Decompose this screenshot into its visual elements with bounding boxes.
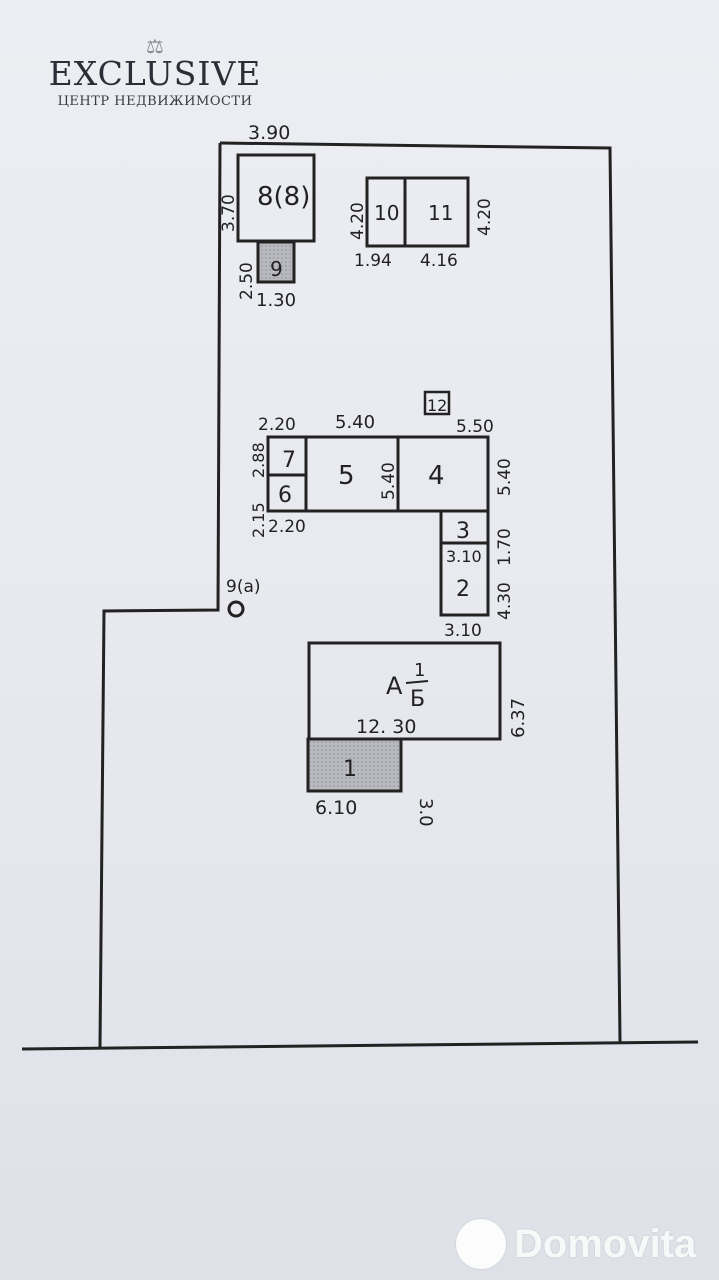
logo-subtitle: ЦЕНТР НЕДВИЖИМОСТИ: [57, 94, 253, 109]
room-7-side: 2.88: [249, 442, 268, 478]
ground-line: [21, 1040, 699, 1051]
room-6-side: 2.15: [249, 502, 268, 538]
well-label: 9(a): [226, 577, 261, 597]
domovita-watermark: Domovita: [456, 1219, 696, 1269]
room-2-label: 2: [456, 577, 470, 602]
building-9-bottom: 1.30: [256, 290, 296, 311]
building-9-label: 9: [270, 257, 283, 281]
room-5-inner: 5.40: [379, 462, 399, 500]
plot-boundary-left: [98, 142, 222, 1048]
room-6-label: 6: [278, 483, 292, 508]
room-3-inner: 3.10: [446, 547, 482, 566]
building-8-side: 3.70: [219, 194, 239, 232]
building-9-side: 2.50: [237, 262, 257, 300]
building-11-bottom: 4.16: [420, 251, 458, 271]
room-4-side: 5.40: [495, 458, 515, 496]
room-2: [439, 541, 490, 617]
room-6-bottom: 2.20: [268, 517, 306, 537]
house-a-side: 6.37: [508, 698, 529, 738]
room-3-label: 3: [456, 519, 470, 544]
building-11: [403, 176, 470, 248]
room-5-label: 5: [338, 461, 355, 491]
room-4-top: 5.50: [456, 417, 494, 437]
room-7-label: 7: [282, 448, 296, 473]
house-a-inner: 12. 30: [356, 716, 416, 738]
room-5-top: 5.40: [335, 412, 375, 433]
building-8-label: 8(8): [257, 182, 310, 212]
building-9: [256, 240, 296, 284]
house-a-letter: A: [386, 672, 403, 700]
exclusive-logo: ⚖ EXCLUSIVE ЦЕНТР НЕДВИЖИМОСТИ: [40, 36, 270, 109]
building-10-label: 10: [374, 201, 399, 225]
room-7-top: 2.20: [258, 415, 296, 435]
room-2-bottom: 3.10: [444, 621, 482, 641]
well-marker: [227, 600, 245, 618]
building-11-side: 4.20: [475, 198, 495, 236]
room-3-side: 1.70: [495, 528, 515, 566]
room-4-label: 4: [428, 461, 445, 491]
watermark-text: Domovita: [514, 1221, 697, 1266]
domovita-circle-icon: [456, 1219, 506, 1269]
house-a-fraction-bottom: Б: [410, 687, 425, 712]
plot-boundary: [219, 141, 622, 1043]
building-11-label: 11: [428, 201, 453, 225]
building-12-label: 12: [427, 396, 447, 415]
building-10-bottom: 1.94: [354, 251, 392, 271]
building-10-side: 4.20: [348, 202, 368, 240]
house-a-fraction-bar: [405, 680, 429, 684]
scales-icon: ⚖: [146, 34, 164, 58]
building-12: [423, 390, 451, 416]
annex-1: [306, 737, 403, 793]
annex-1-label: 1: [343, 757, 357, 782]
top-edge-label: 3.90: [248, 122, 290, 144]
logo-brand: EXCLUSIVE: [48, 54, 262, 93]
house-a-fraction-top: 1: [414, 660, 425, 681]
annex-1-side: 3.0: [415, 798, 436, 827]
annex-1-bottom: 6.10: [315, 797, 357, 819]
house-a: [307, 641, 502, 741]
room-2-side: 4.30: [495, 582, 515, 620]
